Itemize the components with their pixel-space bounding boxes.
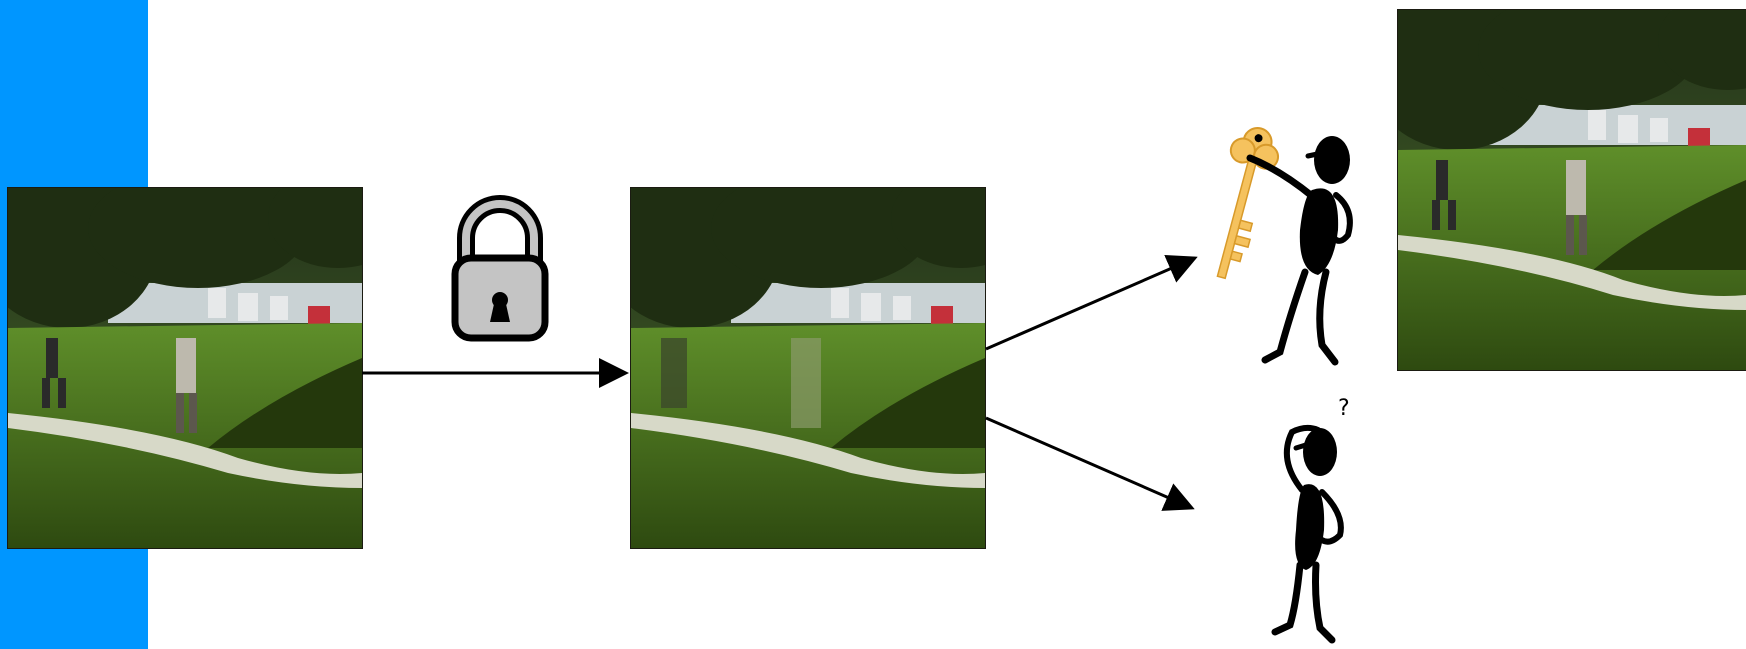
arrow-unauthorized	[985, 416, 1195, 511]
decrypted-video-frame	[1398, 10, 1746, 370]
stick-figure-with-key	[1246, 136, 1353, 366]
original-video-frame	[8, 188, 362, 548]
scrambled-video-frame	[631, 188, 985, 548]
key-icon	[1216, 127, 1280, 280]
stick-figure-confused	[1271, 424, 1344, 644]
question-mark-label: ?	[1338, 396, 1350, 421]
padlock-icon	[451, 195, 549, 342]
arrow-authorized	[985, 255, 1198, 351]
